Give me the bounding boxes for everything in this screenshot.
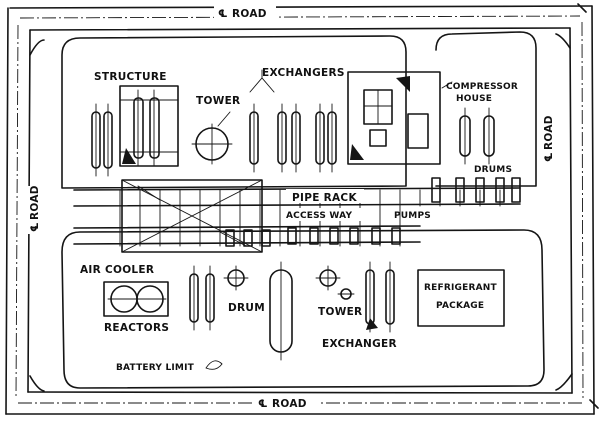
- tower-lower: [315, 265, 355, 300]
- cl-symbol-top: ℄: [218, 8, 228, 20]
- road-top-label: ROAD: [232, 8, 267, 20]
- upper-right-block: [435, 31, 537, 187]
- road-right-label: ROAD: [543, 115, 555, 150]
- label-battery-limit: BATTERY LIMIT: [116, 363, 195, 373]
- cl-symbol-bottom: ℄: [258, 398, 268, 410]
- label-house: HOUSE: [456, 94, 492, 104]
- corner-marks: [577, 3, 599, 409]
- reactors-area: [103, 281, 169, 317]
- label-drums-upper: DRUMS: [474, 165, 512, 175]
- labels: STRUCTURE TOWER EXCHANGERS COMPRESSOR HO…: [78, 67, 518, 373]
- exchanger-lower: [365, 261, 395, 333]
- pumps-row: [225, 227, 401, 247]
- road-label-bottom: ℄ ROAD: [254, 396, 318, 410]
- road-label-right: ℄ ROAD: [542, 115, 555, 164]
- label-pumps: PUMPS: [394, 211, 431, 221]
- label-compressor: COMPRESSOR: [446, 82, 518, 92]
- label-exchanger-lower: EXCHANGER: [322, 338, 397, 350]
- road-left-label: ROAD: [29, 185, 41, 220]
- pipe-rack: [73, 179, 521, 253]
- exchangers-lower-left: [189, 265, 215, 331]
- upper-left-block: [61, 35, 407, 189]
- compressor-house: [347, 71, 453, 165]
- label-refrigerant: REFRIGERANT: [424, 283, 497, 293]
- drums-upper: [431, 107, 521, 203]
- label-air-cooler: AIR COOLER: [80, 264, 154, 276]
- label-exchangers: EXCHANGERS: [262, 67, 345, 79]
- label-access-way: ACCESS WAY: [286, 211, 352, 221]
- lower-block: [61, 229, 545, 389]
- drum-lower: [223, 265, 249, 291]
- cl-symbol-left: ℄: [29, 222, 41, 232]
- label-tower-upper: TOWER: [196, 95, 240, 107]
- structure-area: [91, 85, 179, 177]
- tall-vessel: [269, 261, 293, 361]
- label-tower-lower: TOWER: [318, 306, 362, 318]
- road-label-left: ℄ ROAD: [28, 185, 41, 234]
- battery-limit-marker: [205, 360, 223, 370]
- exchangers-upper: [249, 69, 337, 173]
- plot-blocks: [61, 31, 545, 389]
- label-pipe-rack: PIPE RACK: [292, 192, 357, 204]
- label-package: PACKAGE: [436, 301, 484, 311]
- cl-symbol-right: ℄: [543, 152, 555, 162]
- label-drum-lower: DRUM: [228, 302, 265, 314]
- label-structure: STRUCTURE: [94, 71, 167, 83]
- road-label-top: ℄ ROAD: [214, 6, 276, 20]
- tower-upper: [191, 111, 233, 165]
- label-reactors: REACTORS: [104, 322, 169, 334]
- refrigerant-package: [417, 269, 505, 327]
- road-bottom-label: ROAD: [272, 398, 307, 410]
